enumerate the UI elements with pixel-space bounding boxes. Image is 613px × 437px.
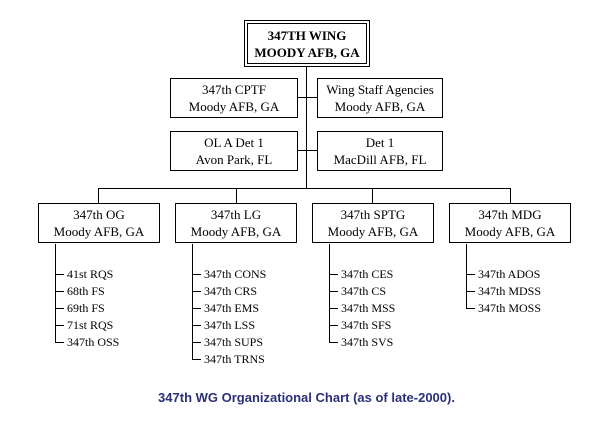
unit-label: 347th CONS [204,267,267,281]
unit-tick [192,325,201,326]
unit-tick [55,291,64,292]
unit-tick [192,291,201,292]
cptf-location: Moody AFB, GA [188,99,280,114]
unit-label: 347th LSS [204,318,256,332]
ol-a-det-1-name: OL A Det 1 [204,135,264,150]
unit-label: 41st RQS [67,267,114,281]
chart-caption: 347th WG Organizational Chart (as of lat… [158,390,455,405]
staff-connector-right [307,97,317,98]
det-connector-left [298,150,306,151]
unit-label: 347th CRS [204,284,258,298]
wing-staff-agencies-box: Wing Staff Agencies Moody AFB, GA [317,78,443,118]
unit-tick [192,274,201,275]
unit-label: 347th SFS [341,318,392,332]
unit-tick [466,308,475,309]
mdg-name: 347th MDG [478,207,542,222]
unit-tick [55,308,64,309]
wing-staff-agencies-name: Wing Staff Agencies [326,82,434,97]
unit-tick [192,342,201,343]
unit-label: 347th OSS [67,335,120,349]
unit-tick [192,359,201,360]
group-drop-sptg [372,188,373,203]
staff-connector-left [298,97,306,98]
unit-tick [466,291,475,292]
unit-tick [466,274,475,275]
og-box: 347th OG Moody AFB, GA [38,203,160,243]
unit-tick [55,274,64,275]
det-1-box: Det 1 MacDill AFB, FL [317,131,443,171]
wing-staff-agencies-location: Moody AFB, GA [334,99,426,114]
sptg-box: 347th SPTG Moody AFB, GA [312,203,434,243]
unit-tick [329,342,338,343]
unit-tick [329,308,338,309]
unit-vertical-line [192,244,193,360]
cptf-name: 347th CPTF [202,82,266,97]
lg-name: 347th LG [210,207,262,222]
unit-label: 347th MDSS [478,284,542,298]
lg-box: 347th LG Moody AFB, GA [175,203,297,243]
cptf-box: 347th CPTF Moody AFB, GA [170,78,298,118]
unit-tick [329,274,338,275]
unit-label: 347th SVS [341,335,394,349]
unit-vertical-line [329,244,330,343]
lg-location: Moody AFB, GA [190,224,282,239]
group-drop-og [98,188,99,203]
unit-label: 347th MOSS [478,301,542,315]
wing-location: MOODY AFB, GA [254,44,360,60]
wing-name: 347TH WING [267,27,347,43]
unit-label: 347th ADOS [478,267,541,281]
unit-tick [329,291,338,292]
unit-label: 347th CS [341,284,387,298]
unit-label: 71st RQS [67,318,114,332]
unit-vertical-line [466,244,467,309]
unit-label: 347th CES [341,267,394,281]
og-name: 347th OG [73,207,125,222]
det-connector-right [307,150,317,151]
trunk-line [306,66,307,188]
det-1-name: Det 1 [365,135,395,150]
unit-tick [192,308,201,309]
unit-tick [55,342,64,343]
unit-label: 68th FS [67,284,105,298]
group-drop-lg [236,188,237,203]
group-drop-mdg [510,188,511,203]
og-location: Moody AFB, GA [53,224,145,239]
unit-label: 347th SUPS [204,335,264,349]
mdg-location: Moody AFB, GA [464,224,556,239]
unit-vertical-line [55,244,56,343]
sptg-name: 347th SPTG [340,207,406,222]
mdg-box: 347th MDG Moody AFB, GA [449,203,571,243]
groups-horizontal-line [98,188,511,189]
unit-label: 347th TRNS [204,352,265,366]
ol-a-det-1-box: OL A Det 1 Avon Park, FL [170,131,298,171]
unit-label: 347th MSS [341,301,396,315]
unit-label: 69th FS [67,301,105,315]
unit-tick [329,325,338,326]
det-1-location: MacDill AFB, FL [333,152,427,167]
unit-label: 347th EMS [204,301,260,315]
unit-tick [55,325,64,326]
ol-a-det-1-location: Avon Park, FL [195,152,273,167]
sptg-location: Moody AFB, GA [327,224,419,239]
wing-box: 347TH WING MOODY AFB, GA [247,23,367,64]
